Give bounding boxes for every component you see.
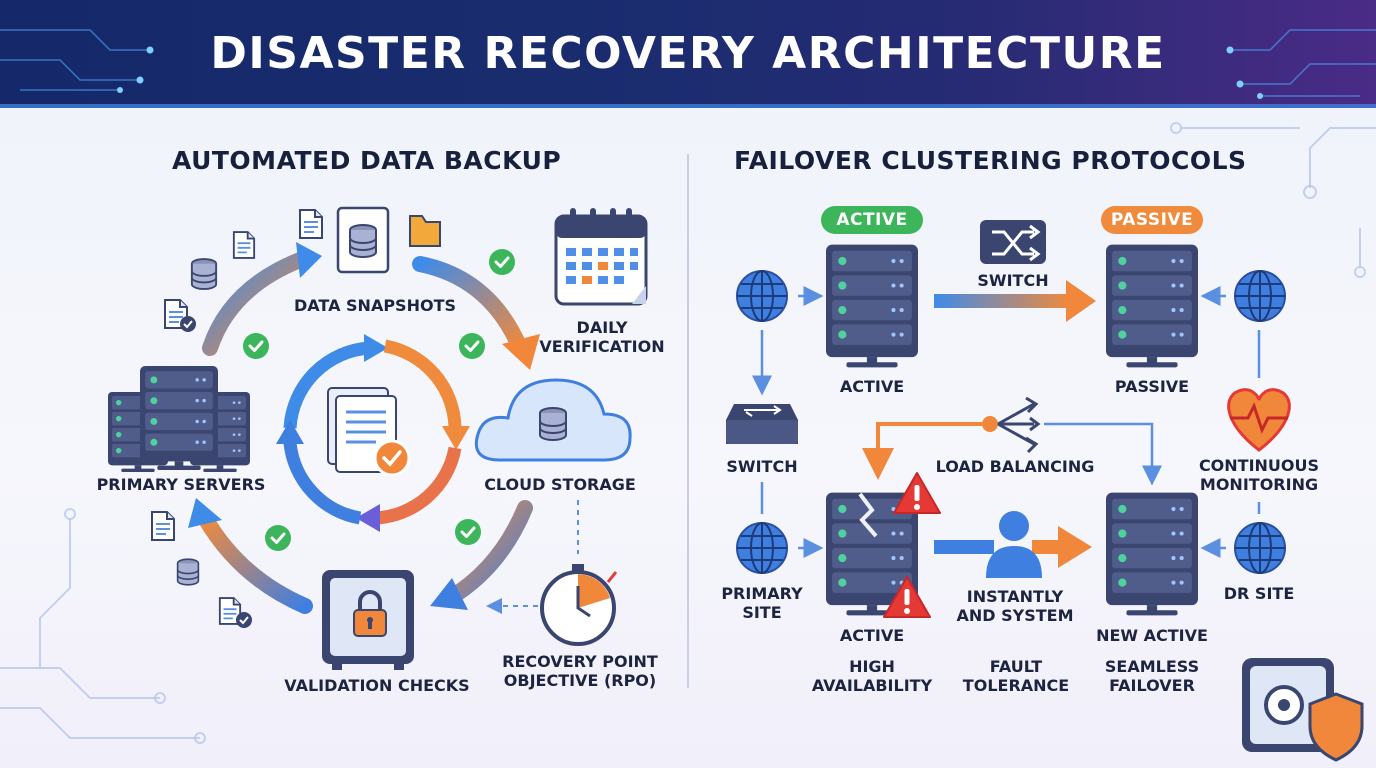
globe-icon	[1234, 522, 1286, 574]
stopwatch-icon	[540, 564, 618, 646]
high-availability-label: HIGH AVAILABILITY	[811, 657, 933, 695]
dr-site-label: DR SITE	[1223, 584, 1295, 603]
section-title-failover: FAILOVER CLUSTERING PROTOCOLS	[734, 146, 1247, 175]
globe-icon	[1234, 270, 1286, 322]
active-server-label: ACTIVE	[839, 377, 905, 396]
check-icon	[242, 332, 270, 360]
calendar-icon	[554, 208, 648, 306]
active-bottom-label: ACTIVE	[839, 626, 905, 645]
file-check-icon	[218, 597, 252, 628]
passive-badge: PASSIVE	[1101, 206, 1203, 234]
active-badge: ACTIVE	[821, 206, 923, 234]
continuous-monitoring-label: CONTINUOUS MONITORING	[1198, 456, 1320, 494]
file-icon	[232, 231, 256, 259]
switch-left-label: SWITCH	[726, 457, 798, 476]
file-check-icon	[164, 299, 196, 332]
instant-failover-arrow	[934, 526, 1092, 568]
check-icon	[454, 518, 482, 546]
switch-arrow	[934, 280, 1096, 322]
header-banner: DISASTER RECOVERY ARCHITECTURE	[0, 0, 1376, 108]
globe-icon	[736, 522, 788, 574]
check-icon	[264, 524, 292, 552]
cloud-storage-label: CLOUD STORAGE	[484, 475, 636, 494]
section-title-backup: AUTOMATED DATA BACKUP	[172, 146, 562, 175]
cloud-icon	[474, 378, 632, 462]
safe-icon	[322, 570, 414, 670]
circuit-decoration	[0, 29, 1376, 108]
check-icon	[488, 248, 516, 276]
globe-icon	[736, 270, 788, 322]
failed-server-icon	[826, 492, 918, 616]
switch-top-label: SWITCH	[977, 271, 1049, 290]
center-document-icon	[327, 387, 411, 477]
folder-icon	[409, 215, 441, 247]
page-title: DISASTER RECOVERY ARCHITECTURE	[210, 28, 1166, 79]
heartbeat-icon	[1227, 388, 1291, 452]
passive-server-label: PASSIVE	[1114, 377, 1190, 396]
switch-icon	[726, 404, 798, 444]
new-active-label: NEW ACTIVE	[1096, 626, 1208, 645]
load-balancing-icon	[982, 396, 1041, 454]
data-snapshots-icon	[336, 206, 390, 274]
primary-servers-label: PRIMARY SERVERS	[96, 475, 266, 494]
check-icon	[458, 332, 486, 360]
primary-servers-icon	[108, 366, 250, 472]
seamless-failover-label: SEAMLESS FAILOVER	[1104, 657, 1200, 695]
circuit-lines-decoration	[0, 127, 1376, 739]
user-icon	[986, 511, 1042, 578]
active-server-icon	[826, 244, 918, 368]
instantly-system-label: INSTANTLY AND SYSTEM	[956, 587, 1074, 625]
file-icon	[299, 209, 323, 239]
shuffle-icon	[980, 220, 1046, 264]
load-balancing-label: LOAD BALANCING	[935, 457, 1095, 476]
vault-shield-icon	[1242, 658, 1364, 762]
backup-cycle-arrows	[188, 242, 540, 614]
file-icon	[151, 511, 175, 541]
architecture-diagram	[0, 122, 1376, 762]
data-snapshots-label: DATA SNAPSHOTS	[293, 296, 457, 315]
database-icon	[190, 258, 218, 290]
primary-site-label: PRIMARY SITE	[721, 584, 803, 622]
daily-verification-label: DAILY VERIFICATION	[539, 318, 665, 356]
rpo-label: RECOVERY POINT OBJECTIVE (RPO)	[502, 652, 658, 690]
sync-cycle	[276, 334, 470, 532]
database-icon	[176, 558, 200, 586]
fault-tolerance-label: FAULT TOLERANCE	[962, 657, 1070, 695]
new-active-server-icon	[1106, 492, 1198, 616]
passive-server-icon	[1106, 244, 1198, 368]
validation-checks-label: VALIDATION CHECKS	[284, 676, 470, 695]
